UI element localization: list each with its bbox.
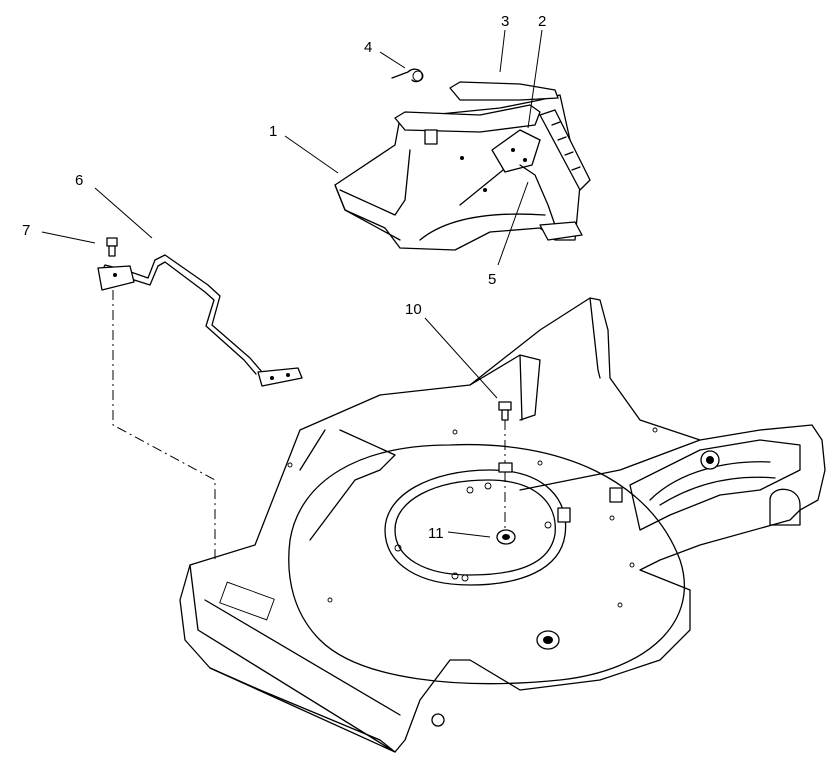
baffle-post bbox=[424, 129, 438, 145]
bolt-10-shank bbox=[501, 409, 509, 421]
callout-1: 1 bbox=[269, 123, 277, 140]
screw-7-shank bbox=[108, 245, 116, 257]
bolt-10-washer bbox=[498, 462, 513, 473]
deck-front-panel bbox=[189, 564, 401, 753]
stud-a bbox=[609, 487, 623, 503]
callout-2: 2 bbox=[538, 13, 546, 30]
deck-front-recess bbox=[219, 581, 275, 621]
deck-rear-wall bbox=[469, 297, 601, 421]
callout-11: 11 bbox=[428, 525, 444, 542]
blade-well-ring bbox=[384, 469, 567, 586]
baffle-side-rail bbox=[539, 109, 591, 191]
baffle-rivet-2 bbox=[483, 188, 487, 192]
leader-11 bbox=[447, 531, 491, 538]
latch-hole bbox=[511, 148, 515, 152]
callout-7: 7 bbox=[22, 222, 30, 239]
leader-3 bbox=[499, 29, 506, 73]
deck-partition bbox=[299, 429, 396, 541]
leader-7 bbox=[41, 231, 96, 244]
callout-5: 5 bbox=[488, 271, 496, 288]
baffle-handle-rear bbox=[449, 81, 559, 101]
latch-plate bbox=[491, 129, 541, 173]
stud-b bbox=[557, 507, 571, 523]
spring-pin-wire bbox=[391, 68, 423, 83]
deck-housing bbox=[179, 297, 826, 753]
screw-7-head bbox=[106, 237, 118, 247]
front-wheel-boss bbox=[431, 713, 445, 727]
spring-pin-coil bbox=[412, 70, 424, 82]
screw-7 bbox=[106, 237, 118, 257]
rod-tab-hole bbox=[270, 376, 274, 380]
mower-deck bbox=[179, 297, 826, 753]
discharge-baffle-assembly bbox=[334, 81, 591, 251]
leader-lines bbox=[41, 29, 543, 538]
deck-top-rim bbox=[288, 443, 685, 685]
leader-10 bbox=[424, 317, 498, 399]
callout-6: 6 bbox=[75, 172, 83, 189]
baffle-rivet bbox=[460, 156, 464, 160]
rod-end-tab-right bbox=[257, 367, 303, 387]
rod-end-tab-left bbox=[97, 265, 135, 291]
drive-pulley-hub bbox=[706, 456, 714, 464]
callout-10: 10 bbox=[405, 301, 422, 318]
callout-3: 3 bbox=[501, 13, 509, 30]
baffle-rod-6 bbox=[97, 254, 303, 387]
latch-hole-2 bbox=[523, 158, 527, 162]
deck-bolt-holes bbox=[287, 427, 658, 608]
bolt-10 bbox=[498, 401, 513, 530]
wheel-boss-hole bbox=[543, 636, 553, 644]
baffle-foot-tab bbox=[539, 221, 583, 241]
rail-slots bbox=[551, 121, 581, 171]
spindle-nut-hole bbox=[502, 534, 510, 540]
latch-spring bbox=[519, 164, 557, 229]
leader-6 bbox=[94, 187, 153, 239]
baffle-front-edge bbox=[334, 149, 411, 241]
leader-4 bbox=[379, 51, 406, 69]
spring-pin-4 bbox=[391, 68, 424, 83]
right-wheel-bracket bbox=[769, 488, 801, 526]
rod-tab-hole-2 bbox=[286, 373, 290, 377]
leader-5 bbox=[497, 181, 529, 266]
callout-labels: 1 2 3 4 5 6 7 10 11 bbox=[22, 13, 546, 542]
bolt-10-head bbox=[498, 401, 512, 411]
callout-4: 4 bbox=[364, 39, 372, 56]
leader-1 bbox=[284, 135, 339, 174]
belt-loop bbox=[649, 461, 776, 506]
rod-alignment-line bbox=[112, 290, 216, 560]
rod-left-hole bbox=[113, 273, 117, 277]
leader-2 bbox=[527, 29, 543, 129]
drive-cable bbox=[519, 439, 701, 491]
blade-well-ring-inner bbox=[394, 479, 556, 576]
belt-housing bbox=[629, 439, 801, 531]
